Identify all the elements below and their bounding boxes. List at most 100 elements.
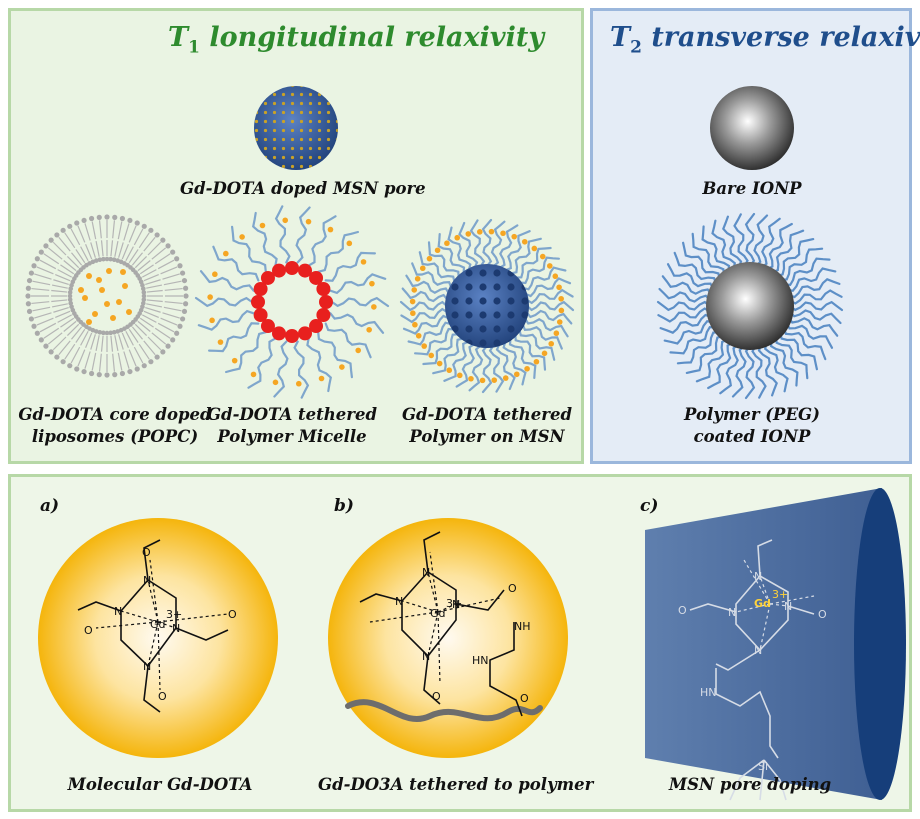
gd-dota-dot bbox=[500, 230, 506, 237]
gd-dota-dot bbox=[106, 268, 112, 274]
caption-a: Molecular Gd-DOTA bbox=[67, 775, 253, 794]
svg-text:HN: HN bbox=[472, 654, 489, 667]
caption-c: MSN pore doping bbox=[668, 775, 832, 794]
t2-panel bbox=[590, 8, 912, 464]
lipid-head bbox=[104, 214, 110, 220]
bare-ionp-particle bbox=[710, 86, 794, 170]
gd-dota-dot bbox=[468, 375, 474, 382]
gd-dota-dot bbox=[318, 375, 325, 382]
gd-dota-dot bbox=[355, 347, 362, 354]
coated-ionp-caption: Polymer (PEG)coated IONP bbox=[684, 405, 820, 446]
lipid-head bbox=[60, 227, 66, 233]
lipid-head bbox=[141, 293, 147, 299]
lipid-head bbox=[67, 363, 73, 369]
gd-dota-dot bbox=[371, 304, 377, 310]
t2-title: T2 transverse relaxivity bbox=[610, 22, 920, 58]
gd-dota-dot bbox=[239, 234, 245, 240]
polymer-backbone bbox=[345, 699, 543, 722]
gd-dota-dot bbox=[556, 284, 562, 291]
gd-dota-dot bbox=[558, 295, 564, 302]
lipid-head bbox=[179, 316, 186, 322]
lipid-head bbox=[101, 256, 106, 262]
gd-dota-dot bbox=[502, 375, 509, 381]
lipid-head bbox=[28, 316, 35, 322]
micelle-head bbox=[253, 281, 268, 296]
lipid-head bbox=[174, 330, 180, 336]
svg-text:O: O bbox=[508, 582, 517, 595]
label-c: c) bbox=[640, 496, 659, 516]
lipid-head bbox=[96, 214, 102, 220]
lipid-head bbox=[88, 215, 95, 222]
gd-dota-dot bbox=[556, 319, 563, 325]
gd-dota-dot bbox=[92, 311, 98, 317]
lipid-head bbox=[67, 223, 73, 229]
pore-gd-structure: Gd 3+ N N N N HN Si O O bbox=[678, 539, 827, 801]
lipid-head bbox=[170, 337, 176, 343]
caption-b: Gd-DO3A tethered to polymer bbox=[318, 775, 594, 794]
lipid-head bbox=[34, 330, 40, 336]
gd-dota-dot bbox=[126, 309, 132, 315]
gd-dota-dot bbox=[116, 299, 122, 305]
lipid-head bbox=[26, 308, 33, 315]
svg-text:3+: 3+ bbox=[772, 588, 788, 601]
gd-dota-dot bbox=[104, 301, 110, 307]
lipid-head bbox=[104, 330, 110, 336]
gd-dota-dot bbox=[217, 339, 224, 345]
gd-dota-dot bbox=[409, 298, 416, 305]
lipid-head bbox=[68, 286, 74, 292]
lipid-head bbox=[141, 223, 147, 229]
coated-ionp-particle bbox=[656, 212, 844, 400]
svg-text:O: O bbox=[432, 690, 441, 703]
micelle-head bbox=[251, 295, 265, 309]
polymer-msn-particle bbox=[399, 218, 575, 394]
svg-text:O: O bbox=[142, 546, 151, 559]
micelle-head bbox=[271, 326, 286, 341]
micelle-head bbox=[253, 308, 268, 323]
gd-dota-dot bbox=[327, 226, 334, 233]
gd-dota-dot bbox=[541, 350, 548, 357]
gd-dota-dot bbox=[295, 380, 302, 387]
gd-dota-dot bbox=[231, 357, 238, 364]
gd-dota-dot bbox=[548, 340, 555, 347]
lipid-head bbox=[154, 232, 160, 238]
svg-text:N: N bbox=[395, 595, 403, 608]
gd-dota-dot bbox=[369, 280, 375, 287]
lipid-head bbox=[119, 370, 126, 377]
svg-text:N: N bbox=[114, 605, 122, 618]
gd-dota-dot bbox=[444, 240, 450, 247]
t1-title: T1 longitudinal relaxivity bbox=[168, 22, 545, 58]
micelle-head bbox=[298, 263, 313, 278]
micelle-head bbox=[309, 270, 324, 285]
lipid-head bbox=[154, 354, 160, 360]
lipid-head bbox=[112, 372, 118, 378]
gd-dota-dot bbox=[479, 377, 486, 384]
lipid-head bbox=[104, 256, 110, 262]
gd-dota-dot bbox=[86, 319, 92, 325]
msn-pore-particle bbox=[254, 86, 338, 170]
lipid-head bbox=[170, 249, 176, 255]
lipid-head bbox=[48, 349, 54, 355]
gd-dota-dot bbox=[539, 253, 546, 260]
svg-text:O: O bbox=[158, 690, 167, 703]
svg-text:N: N bbox=[422, 566, 430, 579]
lipid-head bbox=[183, 293, 189, 299]
lipid-head bbox=[48, 237, 54, 243]
lipid-head bbox=[160, 349, 166, 355]
svg-text:N: N bbox=[143, 574, 151, 587]
gd-dota-dot bbox=[465, 231, 472, 237]
lipid-head bbox=[148, 359, 154, 365]
micelle-head bbox=[285, 329, 299, 343]
micelle-head bbox=[316, 281, 331, 296]
lipid-head bbox=[67, 290, 73, 295]
micelle-head bbox=[298, 326, 313, 341]
lipid-head bbox=[74, 220, 80, 226]
micelle-head bbox=[260, 319, 275, 334]
gd-dota-dot bbox=[419, 265, 426, 272]
gd-dota-dot bbox=[414, 275, 421, 282]
svg-text:N: N bbox=[452, 598, 460, 611]
gd-dota-dot bbox=[222, 250, 229, 257]
lipid-head bbox=[108, 330, 113, 336]
